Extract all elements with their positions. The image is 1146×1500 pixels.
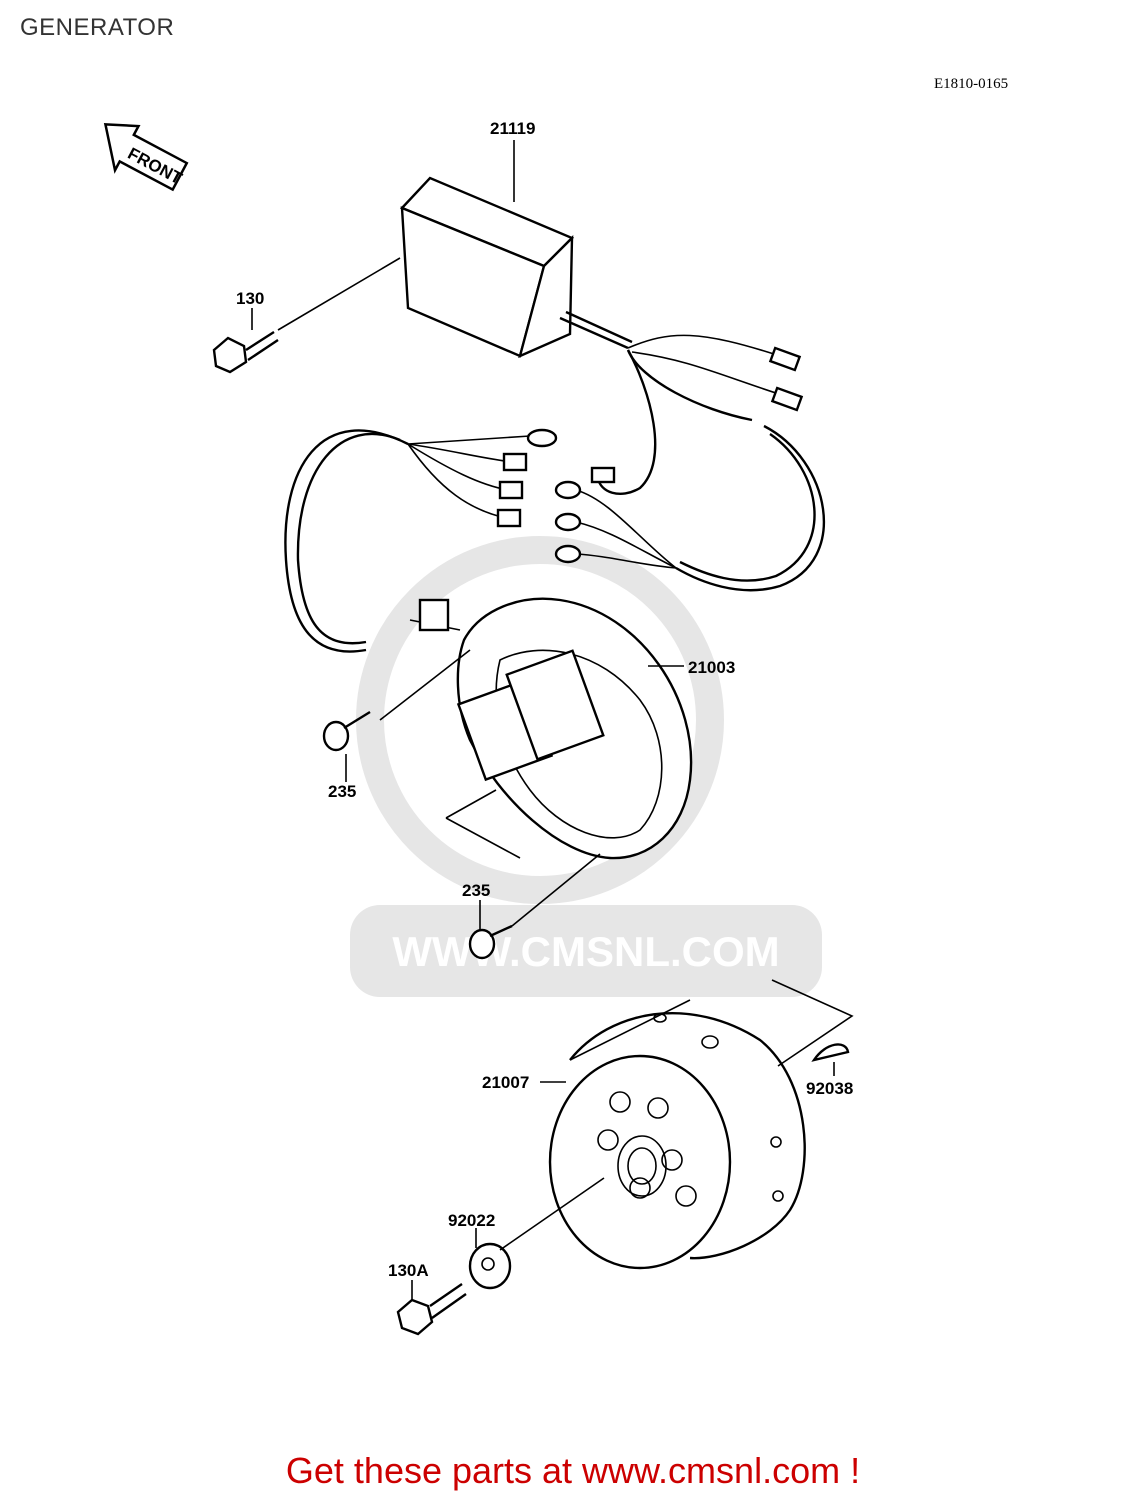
stator-screw-upper	[322, 710, 371, 752]
watermark-text: WWW.CMSNL.COM	[392, 928, 779, 975]
part-label-21119: 21119	[490, 119, 535, 138]
cta-link[interactable]: Get these parts at www.cmsnl.com !	[285, 1450, 861, 1491]
bolt-130a	[396, 1283, 467, 1336]
front-arrow-icon: FRONT	[103, 123, 189, 192]
part-label-92038: 92038	[806, 1079, 853, 1098]
stator-plate	[379, 597, 693, 860]
watermark: WWW.CMSNL.COM	[350, 536, 822, 997]
wiring-harness	[284, 424, 826, 653]
part-label-235-lower: 235	[462, 881, 490, 900]
rotor	[548, 999, 806, 1270]
washer	[468, 1177, 605, 1290]
part-label-21003: 21003	[688, 658, 735, 677]
part-label-130a: 130A	[388, 1261, 429, 1280]
part-label-92022: 92022	[448, 1211, 495, 1230]
stator-screw-lower	[468, 853, 601, 960]
bolt-130	[212, 257, 401, 374]
regulator-box	[399, 176, 804, 495]
diagram-code: E1810-0165	[934, 76, 1009, 92]
page-title: GENERATOR	[20, 14, 175, 41]
part-label-21007: 21007	[482, 1073, 529, 1092]
part-label-235-upper: 235	[328, 782, 356, 801]
generator-diagram: WWW.CMSNL.COM FRONT	[103, 119, 854, 1336]
woodruff-key	[811, 1043, 850, 1062]
part-label-130: 130	[236, 289, 264, 308]
